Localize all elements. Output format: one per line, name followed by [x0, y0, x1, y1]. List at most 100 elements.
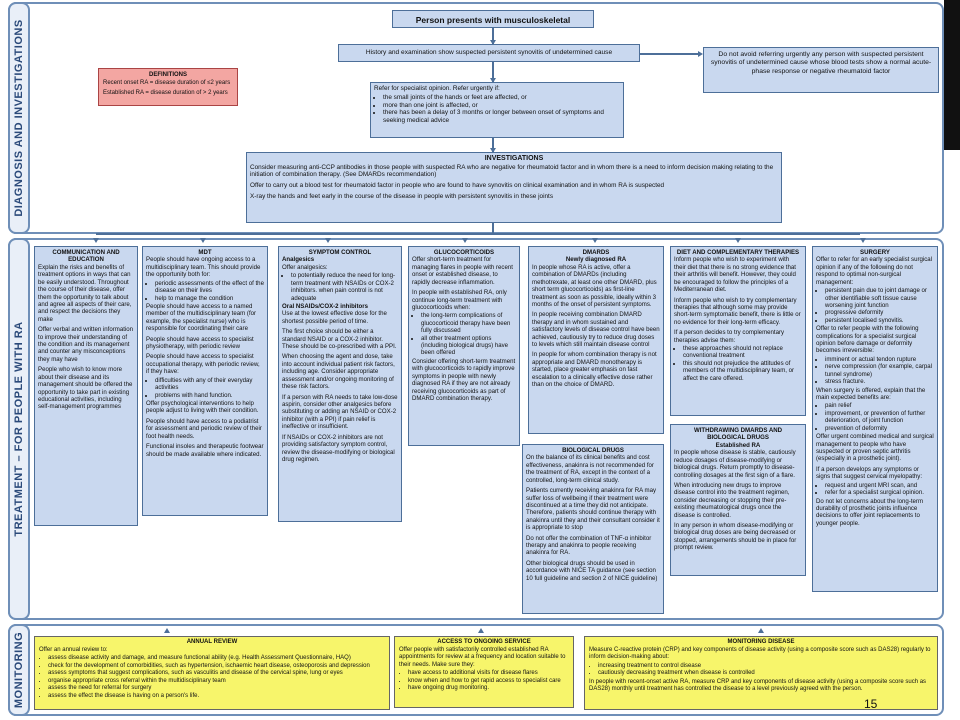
- arrow-head: [490, 148, 496, 153]
- arrow-head: [592, 238, 598, 243]
- annual-title: ANNUAL REVIEW: [186, 639, 238, 645]
- refer-item: there has been a delay of 3 months or lo…: [383, 109, 620, 125]
- symptom-control-box: SYMPTOM CONTROL Analgesics Offer analges…: [278, 246, 402, 522]
- access-p1: Offer people with satisfactorily control…: [399, 646, 566, 668]
- communication-box: COMMUNICATION AND EDUCATION Explain the …: [34, 246, 138, 526]
- surgery-p4: Offer urgent combined medical and surgic…: [816, 433, 934, 463]
- surgery-item: imminent or actual tendon rupture: [825, 356, 934, 363]
- connector: [96, 233, 860, 235]
- mdt-title: MDT: [198, 249, 212, 256]
- dmards-box: DMARDS Newly diagnosed RA In people whos…: [528, 246, 664, 434]
- symptom-heading: Analgesics: [282, 256, 315, 264]
- surgery-p3: When surgery is offered, explain that th…: [816, 386, 926, 402]
- arrow-head: [860, 238, 866, 243]
- treatment-section-label: TREATMENT – FOR PEOPLE WITH RA: [8, 238, 30, 620]
- right-edge-bar: [944, 0, 960, 150]
- definitions-title: DEFINITIONS: [148, 72, 187, 78]
- withdrawing-subtitle: Established RA: [715, 441, 761, 449]
- surgery-item: persistent pain due to joint damage or o…: [825, 287, 934, 309]
- refer-item: the small joints of the hands or feet ar…: [383, 94, 620, 102]
- arrow-head: [735, 238, 741, 243]
- surgery-item: nerve compression (for example, carpal t…: [825, 363, 934, 378]
- surgery-item: pain relief: [825, 402, 934, 409]
- arrow-head: [200, 238, 206, 243]
- mdt-p7: Functional insoles and therapeutic footw…: [146, 443, 264, 458]
- biological-p1: On the balance of its clinical benefits …: [526, 454, 654, 484]
- connector: [638, 53, 700, 55]
- investigations-p3: X-ray the hands and feet early in the co…: [250, 192, 554, 200]
- page-number: 15: [864, 697, 878, 711]
- monitoring-disease-title: MONITORING DISEASE: [727, 639, 795, 645]
- arrow-head: [93, 238, 99, 243]
- gluco-title: GLUCOCORTICOIDS: [433, 249, 495, 256]
- dmards-p2: In people receiving combination DMARD th…: [532, 311, 660, 349]
- arrow-head: [490, 78, 496, 83]
- symptom-p2: Use at the lowest effective dose for the…: [282, 310, 387, 325]
- mdt-p2: People should have access to a named mem…: [146, 302, 257, 333]
- annual-item: check for the development of comorbiditi…: [48, 663, 385, 671]
- up-arrow: [164, 628, 170, 633]
- investigations-p1: Consider measuring anti-CCP antibodies i…: [250, 163, 774, 179]
- arrow-head: [325, 238, 331, 243]
- surgery-item: request and urgent MRI scan, and: [825, 482, 934, 489]
- gluco-p3: Consider offering short-term treatment w…: [412, 357, 516, 403]
- dmards-p3: In people for whom combination therapy i…: [532, 351, 657, 389]
- surgery-p1: Offer to refer for an early specialist s…: [816, 256, 933, 286]
- mdt-p4: People should have access to specialist …: [146, 353, 260, 376]
- gluco-item: all other treatment options (including b…: [421, 335, 516, 357]
- no-avoid-box: Do not avoid referring urgently any pers…: [703, 47, 939, 93]
- monitoring-disease-box: MONITORING DISEASE Measure C-reactive pr…: [584, 636, 938, 710]
- withdrawing-title: WITHDRAWING DMARDS AND BIOLOGICAL DRUGS: [693, 427, 783, 442]
- biological-title: BIOLOGICAL DRUGS: [562, 447, 624, 454]
- surgery-title: SURGERY: [860, 249, 890, 256]
- presents-box: Person presents with musculoskeletal sym…: [392, 10, 594, 28]
- monitoring-section-label: MONITORING: [8, 624, 30, 716]
- symptom-heading: Oral NSAIDs/COX-2 inhibitors: [282, 302, 369, 310]
- symptom-p4: When choosing the agent and dose, take i…: [282, 353, 395, 391]
- access-title: ACCESS TO ONGOING SERVICE: [437, 639, 531, 645]
- surgery-item: prevention of deformity: [825, 425, 934, 432]
- refer-title: Refer for specialist opinion. Refer urge…: [374, 85, 500, 92]
- gluco-item: the long-term complications of glucocort…: [421, 312, 516, 334]
- annual-item: organise appropriate cross referral with…: [48, 678, 385, 686]
- arrow-head: [490, 40, 496, 45]
- gluco-p1: Offer short-term treatment for managing …: [412, 256, 513, 286]
- biological-drugs-box: BIOLOGICAL DRUGS On the balance of its c…: [522, 444, 664, 614]
- monitoring-disease-p1: Measure C-reactive protein (CRP) and key…: [589, 646, 931, 661]
- mdt-p1: People should have ongoing access to a m…: [146, 256, 261, 279]
- surgery-p2: Offer to refer people with the following…: [816, 325, 919, 355]
- withdrawing-box: WITHDRAWING DMARDS AND BIOLOGICAL DRUGS …: [670, 424, 806, 576]
- glucocorticoids-box: GLUCOCORTICOIDS Offer short-term treatme…: [408, 246, 520, 446]
- annual-p1: Offer an annual review to:: [39, 646, 108, 653]
- diagnosis-section-label: DIAGNOSIS AND INVESTIGATIONS: [8, 2, 30, 234]
- biological-p2: Patients currently receiving anakinra fo…: [526, 487, 660, 532]
- symptom-item: to potentially reduce the need for long-…: [291, 272, 398, 302]
- diet-p1: Inform people who wish to experiment wit…: [674, 256, 796, 294]
- surgery-item: progressive deformity: [825, 309, 934, 316]
- surgery-item: improvement, or prevention of further de…: [825, 410, 934, 425]
- surgery-p6: Do not let concerns about the long-term …: [816, 497, 924, 527]
- communication-p2: Offer verbal and written information to …: [38, 326, 134, 363]
- access-item: know when and how to get rapid access to…: [408, 678, 569, 686]
- mdt-p3: People should have access to specialist …: [146, 335, 254, 351]
- up-arrow: [758, 628, 764, 633]
- connector: [492, 62, 494, 82]
- up-arrow: [478, 628, 484, 633]
- communication-p3: People who wish to know more about their…: [38, 366, 133, 411]
- monitoring-disease-item: cautiously decreasing treatment when dis…: [598, 670, 933, 678]
- annual-item: assess disease activity and damage, and …: [48, 655, 385, 663]
- connector: [492, 223, 494, 233]
- access-item: have access to additional visits for dis…: [408, 670, 569, 678]
- annual-review-box: ANNUAL REVIEW Offer an annual review to:…: [34, 636, 390, 710]
- investigations-title: INVESTIGATIONS: [484, 155, 544, 162]
- withdrawing-p3: In any person in whom disease-modifying …: [674, 522, 797, 552]
- monitoring-disease-p2: In people with recent-onset active RA, m…: [589, 678, 927, 693]
- connector: [492, 138, 494, 152]
- refer-box: Refer for specialist opinion. Refer urge…: [370, 82, 624, 138]
- connector: [492, 28, 494, 44]
- mdt-item: periodic assessments of the effect of th…: [155, 280, 264, 295]
- symptom-p3: The first choice should be either a stan…: [282, 328, 397, 351]
- mdt-p6: People should have access to a podiatris…: [146, 417, 262, 440]
- symptom-p1: Offer analgesics:: [282, 263, 328, 271]
- mdt-p5: Offer psychological interventions to hel…: [146, 400, 259, 415]
